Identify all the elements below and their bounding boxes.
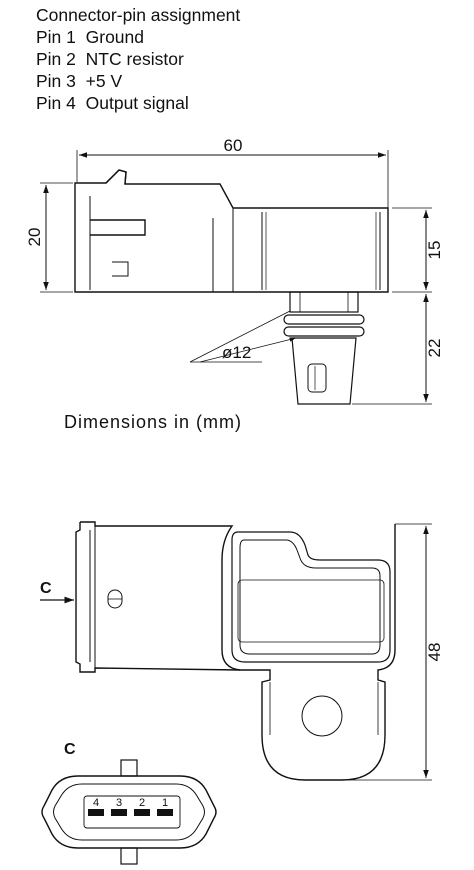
pin-3-label: Pin 3 (36, 71, 76, 91)
connector-bottom-tab (120, 847, 138, 865)
pin-3-desc: +5 V (85, 71, 123, 91)
nozzle-hex (289, 291, 359, 313)
dim-height-left-text: 20 (25, 228, 44, 247)
extension-lines (40, 150, 432, 405)
diameter-leader-2 (199, 337, 297, 363)
pin-1-label: Pin 1 (36, 27, 76, 47)
view-c-marker: C (40, 580, 52, 597)
pin-4-label: Pin 4 (36, 93, 76, 113)
connector-outer-shell (41, 775, 217, 849)
nozzle-tip (291, 337, 357, 405)
legend-pin-4: Pin 4 Output signal (36, 92, 240, 114)
pin-2-desc: NTC resistor (85, 49, 184, 69)
legend-pin-2: Pin 2 NTC resistor (36, 48, 240, 70)
pin-1-desc: Ground (85, 27, 144, 47)
nozzle-o-ring-1 (283, 314, 365, 325)
connector-view-label: C (64, 741, 76, 758)
dim-height-body-text: 15 (425, 241, 444, 260)
legend-pin-3: Pin 3 +5 V (36, 70, 240, 92)
pin-number-2: 2 (139, 797, 145, 809)
side-view (40, 150, 432, 405)
units-label: Dimensions in (mm) (64, 412, 242, 432)
connector-housing-outline (74, 169, 389, 293)
top-body-window (237, 579, 385, 643)
connector-top-tab (120, 759, 138, 777)
top-housing-left (75, 522, 241, 673)
connector-inner-shell (53, 783, 205, 841)
legend-pin-1: Pin 1 Ground (36, 26, 240, 48)
pin-2-label: Pin 2 (36, 49, 76, 69)
pin-assignment-legend: Connector-pin assignment Pin 1 Ground Pi… (36, 4, 240, 114)
connector-latch (105, 169, 127, 185)
pin-1-contact (157, 809, 173, 816)
pin-number-1: 1 (162, 797, 168, 809)
pin-2-contact (134, 809, 150, 816)
connector-inner-slot (90, 219, 146, 236)
dim-diameter-text: ø12 (222, 343, 251, 362)
legend-title: Connector-pin assignment (36, 5, 241, 25)
dim-width-text: 60 (224, 136, 243, 155)
top-dim-height-text: 48 (425, 643, 444, 662)
pin-number-4: 4 (93, 797, 99, 809)
connector-face (41, 759, 217, 865)
pin-4-contact (88, 809, 104, 816)
dim-height-nozzle-text: 22 (425, 339, 444, 358)
top-body-inner-outline (239, 539, 381, 655)
connector-pin-cavity (83, 795, 181, 829)
nozzle-o-ring-2 (283, 326, 365, 337)
pin-number-3: 3 (116, 797, 122, 809)
top-view (40, 521, 432, 781)
top-body-raised-outline (231, 531, 391, 663)
mounting-hole (301, 695, 343, 737)
top-extension-lines (345, 523, 432, 781)
pin-3-contact (111, 809, 127, 816)
pin-4-desc: Output signal (85, 93, 189, 113)
nozzle-tip-sensor (307, 363, 327, 393)
connector-pins (88, 809, 173, 816)
top-housing-outline (80, 521, 396, 781)
connector-lower-tab (112, 261, 129, 277)
diameter-leader-1 (189, 310, 291, 363)
